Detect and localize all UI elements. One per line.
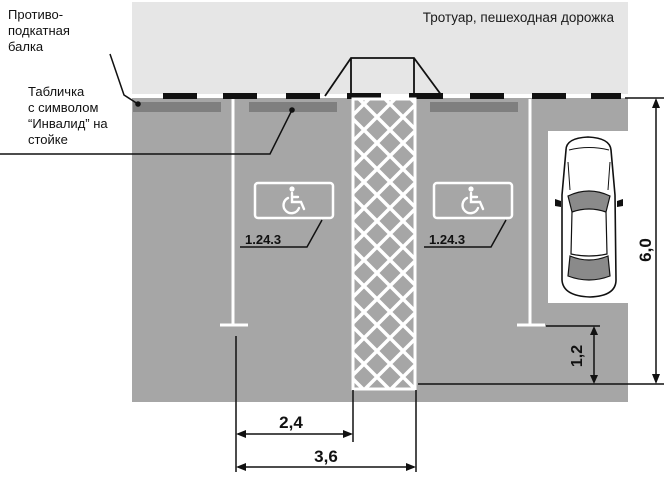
- dimension-space-width-label: 2,4: [279, 413, 303, 432]
- dimension-space-width: [236, 430, 353, 438]
- wheel-stops: [133, 102, 518, 112]
- callout-beam-line-2: подкатная: [8, 23, 70, 38]
- callout-sign-line-1: Табличка: [28, 84, 85, 99]
- dimension-depth: [418, 97, 664, 385]
- callout-sign: Табличка с символом “Инвалид” на стойке: [0, 84, 295, 155]
- car-top-view-icon: [548, 131, 628, 303]
- callout-sign-line-4: стойке: [28, 132, 68, 147]
- marking-code-text: 1.24.3: [429, 232, 465, 247]
- callout-beam: Противо- подкатная балка: [8, 7, 141, 107]
- callout-sign-line-3: “Инвалид” на: [28, 116, 108, 131]
- marking-code-text: 1.24.3: [245, 232, 281, 247]
- space-lines: [220, 99, 545, 327]
- sidewalk: [132, 2, 628, 96]
- callout-beam-line-1: Противо-: [8, 7, 63, 22]
- dimension-end-gap: [546, 325, 600, 384]
- dimension-extension-lines: [235, 336, 417, 472]
- dimension-total-width-label: 3,6: [314, 447, 338, 466]
- dimension-end-gap-label: 1,2: [569, 345, 586, 367]
- curb-ramp-outline: [324, 57, 443, 97]
- wheelchair-icon: [461, 186, 485, 215]
- hatched-aisle: [351, 97, 417, 391]
- disabled-marking-right: [432, 181, 514, 220]
- callout-beam-line-3: балка: [8, 39, 44, 54]
- disabled-marking-left: [253, 181, 335, 220]
- dimension-depth-label: 6,0: [636, 238, 655, 262]
- marking-code-left: 1.24.3: [240, 219, 323, 248]
- marking-code-right: 1.24.3: [424, 219, 507, 248]
- anti-roll-beam: [163, 93, 621, 99]
- sidewalk-label: Тротуар, пешеходная дорожка: [423, 10, 615, 25]
- wheelchair-icon: [282, 186, 306, 215]
- callout-sign-line-2: с символом: [28, 100, 98, 115]
- dimension-total-width: [236, 463, 416, 471]
